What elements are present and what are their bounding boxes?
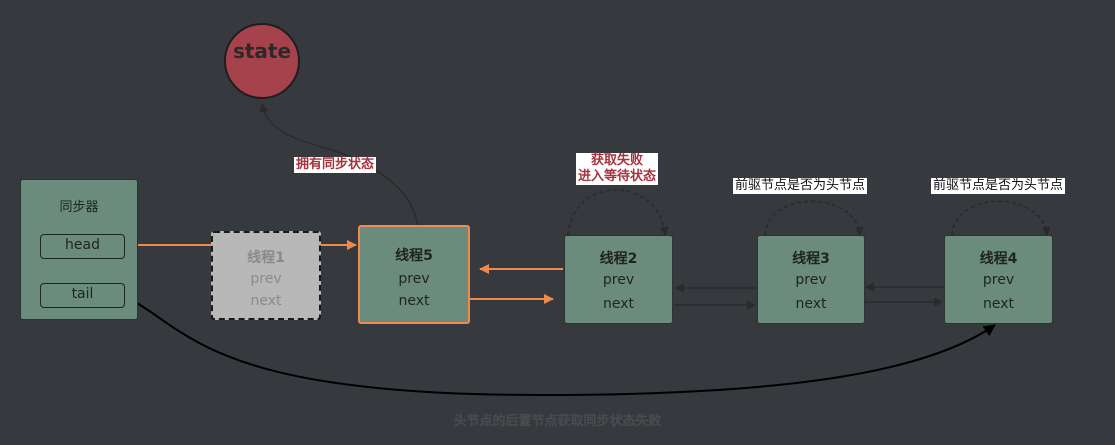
tail-curve <box>124 295 996 397</box>
diagram-caption: 头节点的后置节点获取同步状态失败 <box>453 414 662 429</box>
node-title: 线程3 <box>792 251 830 267</box>
node-prev: prev <box>250 271 282 287</box>
node-thread-5: 线程5 prev next <box>358 225 470 324</box>
acquire-fail-line-1: 获取失败 <box>591 153 644 168</box>
node-title: 线程4 <box>979 251 1018 267</box>
tail-pointer: tail <box>40 283 125 308</box>
pred-loop-4 <box>951 200 1051 236</box>
pred-loop-3 <box>764 200 864 236</box>
node-next: next <box>398 293 430 309</box>
acquire-fail-label: 获取失败 进入等待状态 <box>576 153 659 185</box>
node-title: 线程5 <box>395 248 433 264</box>
predecessor-check-label-4: 前驱节点是否为头节点 <box>931 178 1066 194</box>
node-thread-3: 线程3 prev next <box>757 235 865 324</box>
node-prev: prev <box>398 271 430 287</box>
node-thread-4: 线程4 prev next <box>944 235 1053 324</box>
node-next: next <box>602 296 634 312</box>
head-pointer: head <box>40 234 125 259</box>
synchronizer-title: 同步器 <box>59 200 99 215</box>
node-title: 线程2 <box>599 251 638 267</box>
acquire-fail-line-2: 进入等待状态 <box>578 169 657 184</box>
node-prev: prev <box>602 272 635 288</box>
node-prev: prev <box>982 272 1015 288</box>
wait-loop-2 <box>567 189 669 236</box>
node-thread-1: 线程1 prev next <box>211 231 321 320</box>
node-next: next <box>982 296 1014 312</box>
node-next: next <box>250 293 282 309</box>
predecessor-check-label-3: 前驱节点是否为头节点 <box>733 178 868 194</box>
state-node: state <box>224 23 300 99</box>
node-next: next <box>795 296 827 312</box>
own-state-label: 拥有同步状态 <box>294 157 377 173</box>
node-prev: prev <box>795 272 827 288</box>
node-title: 线程1 <box>247 250 285 266</box>
node-thread-2: 线程2 prev next <box>564 235 673 324</box>
